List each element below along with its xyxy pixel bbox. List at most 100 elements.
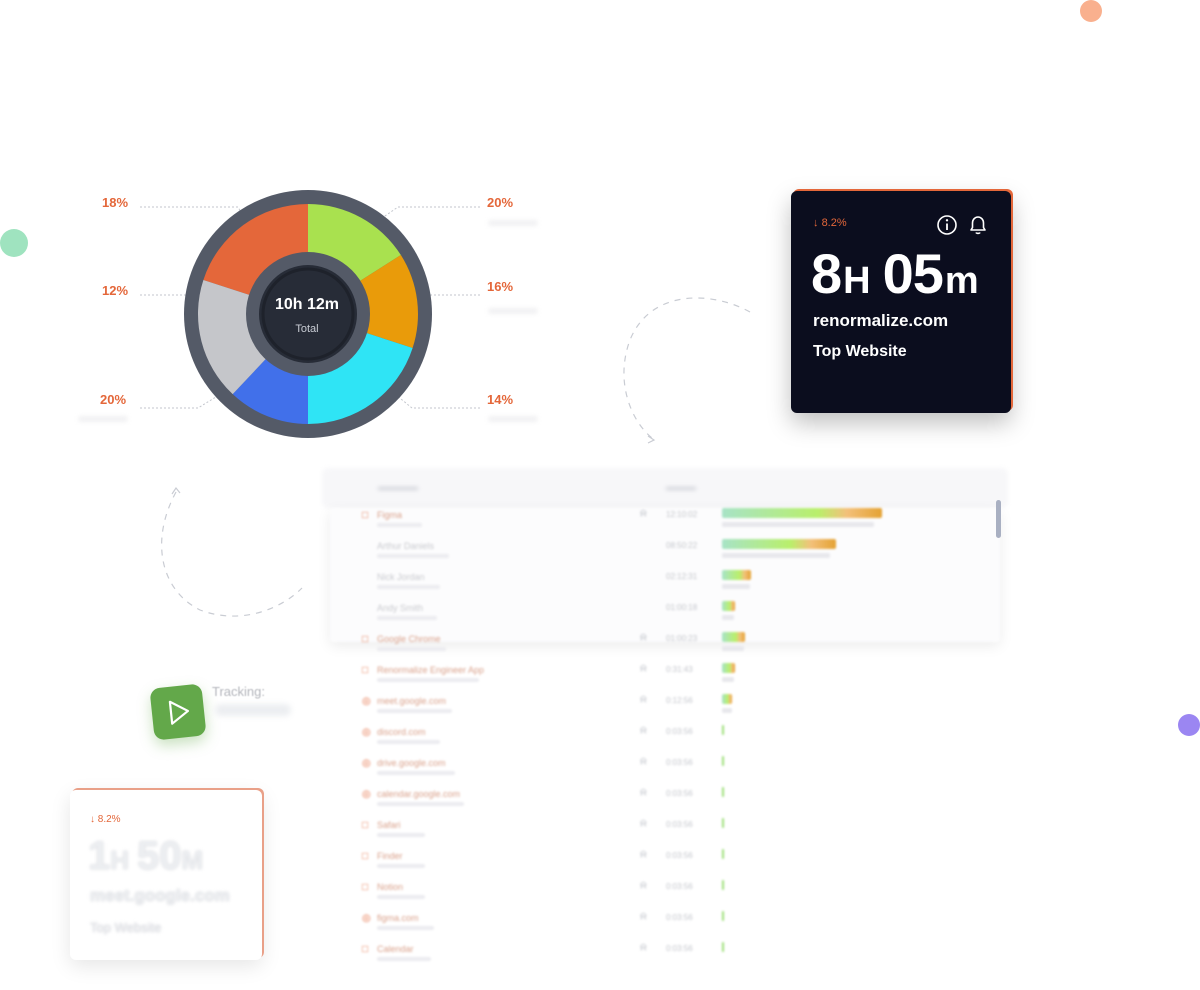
bell-icon[interactable]: ⍾ [640, 632, 647, 643]
table-row[interactable]: □Safari⍾0:03:56 [322, 814, 1008, 845]
app-icon: □ [362, 944, 369, 955]
row-time: 0:03:56 [666, 944, 693, 953]
usage-bar-shadow [722, 615, 734, 620]
table-row[interactable]: □Finder⍾0:03:56 [322, 845, 1008, 876]
usage-bar [722, 508, 882, 518]
app-icon: □ [362, 634, 369, 645]
row-name: Arthur Daniels [377, 541, 435, 551]
app-icon: □ [362, 820, 369, 831]
bell-icon[interactable]: ⍾ [640, 694, 647, 705]
row-time: 0:03:56 [666, 727, 693, 736]
bell-icon[interactable]: ⍾ [640, 818, 647, 829]
row-subtext-placeholder [377, 802, 464, 806]
hours-value: 8 [811, 242, 842, 305]
usage-bar [722, 632, 745, 642]
bell-icon[interactable]: ⍾ [640, 787, 647, 798]
row-time: 01:00:18 [666, 603, 698, 612]
row-name: meet.google.com [377, 696, 447, 706]
leader-line [140, 391, 225, 409]
bell-icon[interactable]: ⍾ [640, 508, 647, 519]
usage-bar-shadow [722, 646, 744, 651]
secondary-website-card: ↓ 8.2% 1 H 50 M meet.google.com Top Webs… [70, 790, 262, 960]
web-icon: ◎ [362, 758, 371, 769]
decorative-dot-purple [1178, 714, 1200, 736]
table-row[interactable]: □Notion⍾0:03:56 [322, 876, 1008, 907]
decorative-dot-green [0, 229, 28, 257]
info-icon[interactable] [935, 213, 959, 237]
percent-label-bottom-right: 14% [487, 392, 514, 407]
website-domain: meet.google.com [90, 886, 230, 905]
row-subtext-placeholder [377, 895, 425, 899]
table-row[interactable]: □Google Chrome⍾01:00:23 [322, 628, 1008, 659]
bell-icon[interactable] [966, 213, 990, 237]
bell-icon[interactable]: ⍾ [640, 942, 647, 953]
table-row[interactable]: ◎drive.google.com⍾0:03:56 [322, 752, 1008, 783]
row-name: Finder [377, 851, 403, 861]
bell-icon[interactable]: ⍾ [640, 849, 647, 860]
row-subtext-placeholder [377, 585, 440, 589]
bell-icon[interactable]: ⍾ [640, 725, 647, 736]
usage-bar-shadow [722, 677, 734, 682]
usage-bar [722, 725, 724, 735]
row-time: 0:03:56 [666, 913, 693, 922]
hours-value: 1 [88, 834, 111, 878]
table-row[interactable]: □Renormalize Engineer App⍾0:31:43 [322, 659, 1008, 690]
minutes-unit: m [944, 260, 979, 302]
column-header-time: ▬▬▬ [666, 482, 696, 493]
row-name: Nick Jordan [377, 572, 425, 582]
app-icon: □ [362, 510, 369, 521]
top-website-card: ↓ 8.2% 8 H 05 m renormalize.com Top Webs… [791, 191, 1011, 413]
row-time: 0:03:56 [666, 882, 693, 891]
usage-bar-shadow [722, 553, 830, 558]
percent-sublabel [488, 308, 538, 314]
percent-label-mid-left: 12% [102, 283, 129, 298]
decorative-dot-orange [1080, 0, 1102, 22]
tracking-value-blur [215, 704, 291, 716]
row-time: 01:00:23 [666, 634, 698, 643]
table-row[interactable]: □Figma⍾12:10:02 [322, 504, 1008, 535]
usage-bar [722, 911, 724, 921]
row-name: calendar.google.com [377, 789, 461, 799]
minutes-value: 50 [137, 834, 182, 878]
bell-icon[interactable]: ⍾ [640, 663, 647, 674]
usage-bar [722, 849, 724, 859]
row-subtext-placeholder [377, 678, 479, 682]
minutes-unit: M [181, 845, 204, 875]
usage-bar [722, 942, 724, 952]
row-subtext-placeholder [377, 647, 446, 651]
usage-bar [722, 880, 724, 890]
scrollbar-thumb[interactable] [996, 500, 1001, 538]
play-button[interactable] [149, 683, 207, 741]
table-row[interactable]: ◎meet.google.com⍾0:12:56 [322, 690, 1008, 721]
top-website-domain: renormalize.com [813, 311, 949, 330]
row-subtext-placeholder [377, 709, 452, 713]
table-row[interactable]: ◎figma.com⍾0:03:56 [322, 907, 1008, 938]
row-subtext-placeholder [377, 771, 455, 775]
usage-bar [722, 818, 724, 828]
row-subtext-placeholder [377, 864, 425, 868]
table-row[interactable]: □Calendar⍾0:03:56 [322, 938, 1008, 969]
web-icon: ◎ [362, 696, 371, 707]
dashed-arc-top [623, 297, 751, 444]
arrow-down-icon: ↓ [813, 217, 819, 229]
duration-display: 1 H 50 M [88, 834, 203, 879]
row-time: 0:31:43 [666, 665, 693, 674]
column-header-name: ▬▬▬▬ [378, 482, 418, 493]
bell-icon[interactable]: ⍾ [640, 756, 647, 767]
usage-bar-shadow [722, 708, 732, 713]
change-value: 8.2% [97, 814, 121, 825]
web-icon: ◎ [362, 913, 371, 924]
table-row[interactable]: ◎calendar.google.com⍾0:03:56 [322, 783, 1008, 814]
usage-bar-shadow [722, 522, 874, 527]
leader-line [381, 206, 480, 219]
table-row[interactable]: Arthur Daniels 08:50:22 [322, 535, 1008, 566]
bell-icon[interactable]: ⍾ [640, 880, 647, 891]
bell-icon[interactable]: ⍾ [640, 911, 647, 922]
row-time: 08:50:22 [666, 541, 698, 550]
donut-total-value: 10h 12m [274, 296, 340, 313]
table-row[interactable]: ◎discord.com⍾0:03:56 [322, 721, 1008, 752]
